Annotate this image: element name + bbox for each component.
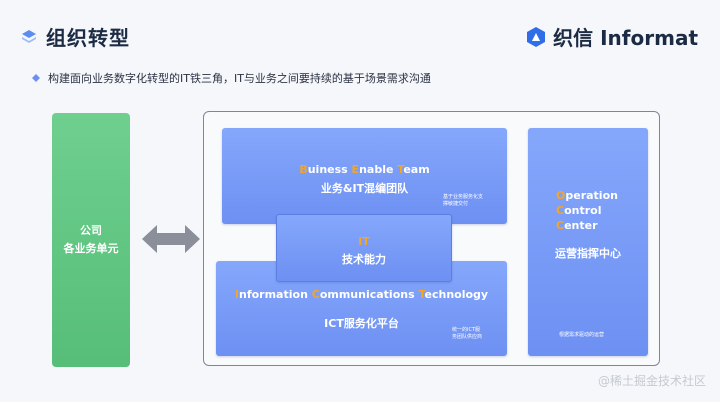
double-arrow-icon (142, 225, 200, 253)
business-units-box: 公司 各业务单元 (52, 113, 130, 367)
bet-note: 基于业务服务化支撑敏捷交付 (443, 194, 484, 207)
layers-icon (22, 29, 36, 43)
bullet-text: 构建面向业务数字化转型的IT铁三角，IT与业务之间要持续的基于场景需求沟通 (48, 72, 431, 85)
it-capability-box: IT 技术能力 (276, 214, 452, 282)
informat-logo-icon (527, 26, 546, 47)
business-units-line1: 公司 (80, 224, 102, 237)
bet-box: Buiness Enable Team 业务&IT混编团队 基于业务服务化支撑敏… (222, 128, 507, 224)
diamond-bullet-icon (32, 74, 40, 82)
bet-english-title: Buiness Enable Team (299, 163, 430, 176)
title-row: 组织转型 (20, 22, 130, 51)
bullet-point: 构建面向业务数字化转型的IT铁三角，IT与业务之间要持续的基于场景需求沟通 (32, 70, 431, 86)
ict-box: Information Communications Technology IC… (216, 261, 507, 356)
page-title: 组织转型 (46, 26, 130, 50)
business-units-line2: 各业务单元 (63, 242, 119, 255)
ops-chinese-title: 运营指挥中心 (555, 247, 621, 260)
operation-control-center-box: Operation Control Center 运营指挥中心 根据需求驱动的运… (528, 128, 648, 356)
ops-english-title: Operation Control Center (556, 189, 618, 232)
bet-chinese-title: 业务&IT混编团队 (320, 182, 409, 195)
ict-chinese-title: ICT服务化平台 (324, 317, 399, 330)
ict-note: 统一的ICT服务团队供应商 (452, 327, 483, 340)
logo-text: 织信 Informat (553, 26, 698, 50)
watermark: @稀土掘金技术社区 (597, 374, 706, 388)
it-chinese-title: 技术能力 (342, 253, 386, 266)
ict-english-title: Information Communications Technology (234, 288, 489, 301)
ops-note: 根据需求驱动的运营 (559, 332, 605, 338)
it-english-title: IT (358, 235, 370, 248)
brand-logo: 织信 Informat (525, 22, 698, 51)
